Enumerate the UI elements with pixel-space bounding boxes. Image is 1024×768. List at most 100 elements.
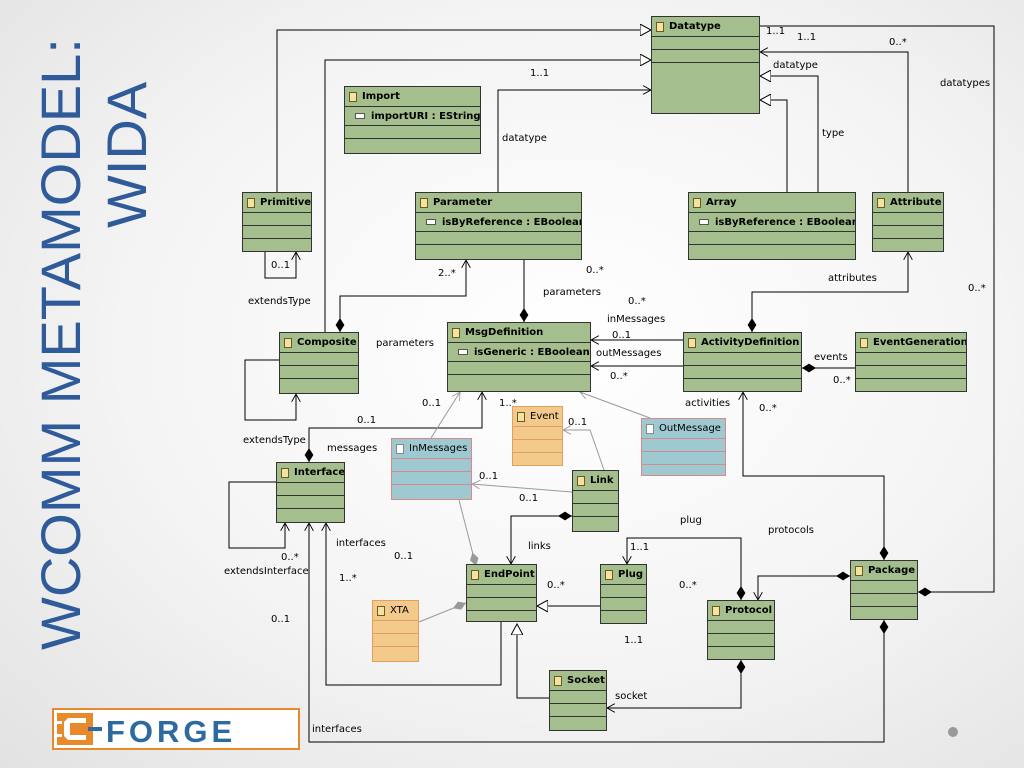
class-name: Event [530,411,559,422]
class-attribute[interactable]: Attribute [872,192,944,252]
class-endpoint[interactable]: EndPoint [466,564,537,622]
edge-label: parameters [543,287,602,298]
class-xta[interactable]: XTA [372,600,419,662]
edge-attribute-datatype-ref [760,52,909,192]
edge-label: 1..1 [624,635,644,646]
class-name: XTA [390,605,409,616]
class-eventgeneration[interactable]: EventGeneration [855,332,967,392]
class-name: OutMessage [659,423,721,434]
class-name: Composite [297,337,357,348]
class-link[interactable]: Link [572,470,619,532]
edge-protocol-socket [607,660,741,708]
class-name: Link [590,475,614,486]
class-name: Array [706,197,737,208]
class-plug[interactable]: Plug [600,564,647,624]
attribute-icon [426,219,436,225]
class-icon [688,337,696,348]
edge-label: datatype [773,60,818,71]
class-array[interactable]: Array isByReference : EBoolean [688,192,856,260]
class-icon [646,423,654,434]
class-protocol[interactable]: Protocol [707,600,775,660]
edge-label: links [528,541,551,552]
edge-label: 0..1 [422,398,442,409]
edge-label: 0..* [628,296,646,307]
class-package[interactable]: Package [850,560,918,620]
edge-composite-parameters [340,260,466,332]
edge-label: 0..* [547,580,565,591]
class-icon [247,197,255,208]
edge-label: 0..1 [394,551,414,562]
class-attribute: isByReference : EBoolean [442,216,581,228]
slide-nav-dot [948,727,958,737]
class-parameter[interactable]: Parameter isByReference : EBoolean [415,192,582,260]
edge-label: 0..* [610,371,628,382]
edge-package-activities [743,392,884,560]
class-attribute: importURI : EString [371,110,480,122]
edge-label: 0..* [281,552,299,563]
class-name: Plug [618,569,644,580]
class-msgdefinition[interactable]: MsgDefinition isGeneric : EBoolean [447,322,591,392]
class-icon [855,565,863,576]
edge-label: 0..* [759,403,777,414]
edge-label: 0..* [679,580,697,591]
class-icon [712,605,720,616]
edge-outmessage-msgdef [580,392,651,419]
class-inmessages[interactable]: InMessages [391,438,472,500]
class-name: Import [362,91,400,102]
class-icon [452,327,460,338]
class-composite[interactable]: Composite [279,332,359,394]
edge-primitive-datatype [276,30,651,192]
class-name: Interface [294,467,344,478]
class-icon [471,569,479,580]
edge-label: 2..* [438,268,456,279]
class-datatype[interactable]: Datatype [651,16,760,114]
edge-label: 0..* [833,375,851,386]
class-interface[interactable]: Interface [276,462,345,523]
class-primitive[interactable]: Primitive [242,192,312,252]
class-icon [349,91,357,102]
edge-label: 1..* [499,398,517,409]
class-icon [377,605,385,616]
edge-composite-datatype [324,60,651,332]
class-outmessage[interactable]: OutMessage [641,418,726,476]
edge-label: type [822,128,845,139]
class-icon [281,467,289,478]
edge-label: 0..1 [271,614,291,625]
edge-link-inmessages [472,484,573,493]
class-event[interactable]: Event [512,406,563,466]
edge-label: datatypes [940,78,991,89]
edge-label: 0..* [889,37,907,48]
attribute-icon [355,113,365,119]
slide-title-line1: WCOMM METAMODEL: [29,40,92,650]
edge-label: inMessages [607,314,666,325]
class-name: ActivityDefinition [701,337,800,348]
class-socket[interactable]: Socket [549,670,607,731]
edge-package-protocols [758,576,850,600]
edge-label: parameters [376,338,435,349]
edge-endpoint-xta [418,601,467,623]
attribute-icon [699,219,709,225]
class-name: Datatype [669,21,721,32]
edge-label: extendsInterface [224,566,309,577]
edge-label: events [814,352,848,363]
edge-label: 0..1 [357,415,377,426]
edge-label: protocols [768,525,815,536]
class-attribute: isGeneric : EBoolean [474,346,590,358]
class-attribute: isByReference : EBoolean [715,216,855,228]
edge-label: attributes [828,273,877,284]
class-import[interactable]: Import importURI : EString [344,86,481,154]
edge-label: 0..* [586,265,604,276]
slide-title: WCOMM METAMODEL: WIDA [29,40,158,650]
class-activitydefinition[interactable]: ActivityDefinition [683,332,802,392]
class-icon [554,675,562,686]
edge-label: 1..1 [530,68,550,79]
edge-parameter-datatype [497,90,651,192]
class-icon [693,197,701,208]
edge-composite-extendstype [244,359,296,421]
class-icon [577,475,585,486]
class-name: InMessages [409,443,468,454]
edge-label: 1..1 [797,32,817,43]
class-name: Attribute [890,197,942,208]
edge-attribute-datatype [760,76,819,192]
class-icon [605,569,613,580]
